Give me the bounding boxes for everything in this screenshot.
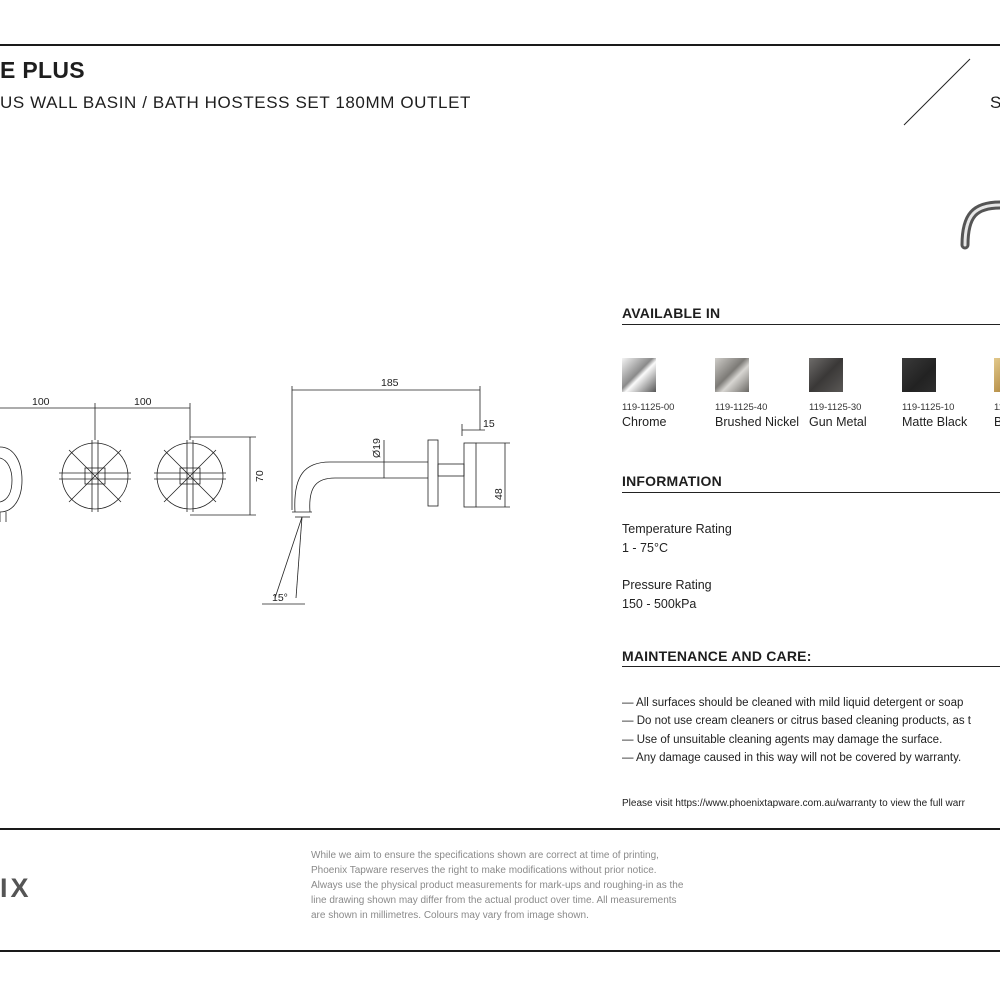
dim-diameter: Ø19	[371, 438, 383, 458]
swatch-chrome	[622, 358, 656, 392]
page-title: E PLUS	[0, 57, 85, 83]
available-in-rule	[622, 324, 1000, 325]
disclaimer-line: While we aim to ensure the specification…	[311, 850, 659, 861]
footer-top-rule	[0, 828, 1000, 830]
dim-70: 70	[254, 470, 266, 482]
brand-logo: IX	[0, 873, 32, 903]
spout-image	[960, 200, 1000, 250]
maintenance-item: — Do not use cream cleaners or citrus ba…	[622, 715, 972, 727]
swatch-brushed-nickel	[715, 358, 749, 392]
maintenance-item: — Use of unsuitable cleaning agents may …	[622, 734, 943, 746]
disclaimer-line: are shown in millimetres. Colours may va…	[311, 910, 589, 921]
temperature-label: Temperature Rating	[622, 522, 732, 536]
swatch-gun-metal	[809, 358, 843, 392]
temperature-value: 1 - 75°C	[622, 541, 668, 555]
bottom-rule	[0, 950, 1000, 952]
disclaimer: While we aim to ensure the specification…	[311, 848, 683, 923]
finish-name: B	[994, 415, 1000, 429]
finish-name: Chrome	[622, 415, 667, 429]
pressure-value: 150 - 500kPa	[622, 597, 697, 611]
disclaimer-line: line drawing shown may differ from the a…	[311, 895, 677, 906]
finish-code: 11	[994, 402, 1000, 413]
diagonal-divider	[903, 58, 971, 126]
page-subtitle: US WALL BASIN / BATH HOSTESS SET 180MM O…	[0, 93, 471, 112]
dim-15: 15	[483, 418, 495, 430]
swatch-brass	[994, 358, 1000, 392]
finish-code: 119-1125-30	[809, 402, 862, 413]
pressure-label: Pressure Rating	[622, 578, 712, 592]
finish-name: Matte Black	[902, 415, 968, 429]
finish-code: 119-1125-40	[715, 402, 768, 413]
swatch-matte-black	[902, 358, 936, 392]
disclaimer-line: Phoenix Tapware reserves the right to ma…	[311, 865, 657, 876]
finish-name: Brushed Nickel	[715, 415, 800, 429]
dim-angle: 15°	[272, 592, 288, 604]
maintenance-heading: MAINTENANCE AND CARE:	[622, 648, 812, 664]
top-rule	[0, 44, 1000, 46]
finish-code: 119-1125-00	[622, 402, 675, 413]
available-in-heading: AVAILABLE IN	[622, 305, 721, 321]
technical-drawing: 100 100 70 185 15 Ø19 48 15°	[0, 377, 510, 605]
maintenance-rule	[622, 666, 1000, 667]
dim-100-left: 100	[32, 396, 50, 408]
dim-185: 185	[381, 377, 399, 389]
information-rule	[622, 492, 1000, 493]
dim-100-right: 100	[134, 396, 152, 408]
maintenance-item: — All surfaces should be cleaned with mi…	[622, 697, 964, 709]
warranty-note: Please visit https://www.phoenixtapware.…	[622, 798, 965, 809]
corner-letter: S	[990, 93, 1000, 112]
product-image	[903, 58, 1000, 250]
finish-name: Gun Metal	[809, 415, 867, 429]
finish-code: 119-1125-10	[902, 402, 955, 413]
maintenance-item: — Any damage caused in this way will not…	[622, 752, 962, 764]
dim-48: 48	[493, 488, 505, 500]
disclaimer-line: Always use the physical product measurem…	[311, 880, 684, 891]
information-heading: INFORMATION	[622, 473, 722, 489]
